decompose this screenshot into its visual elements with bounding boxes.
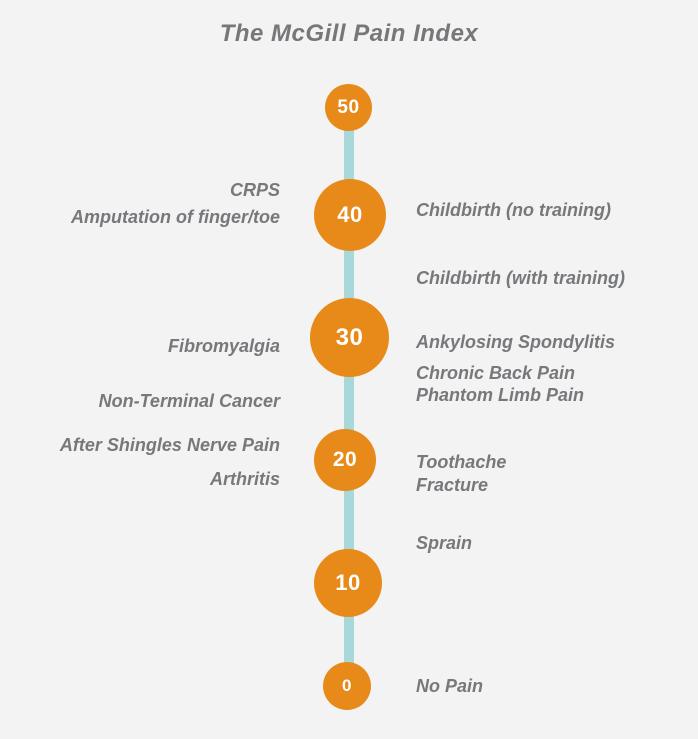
condition-label-crps: CRPS <box>229 180 280 200</box>
condition-label-chronic-back-pain: Chronic Back Pain <box>416 363 576 383</box>
condition-label-phantom-limb-pain: Phantom Limb Pain <box>416 385 585 405</box>
condition-label-childbirth-with-training: Childbirth (with training) <box>416 268 625 288</box>
scale-marker-30: 30 <box>310 298 389 377</box>
scale-marker-value: 20 <box>332 448 358 471</box>
condition-label-childbirth-no-training: Childbirth (no training) <box>416 200 611 220</box>
scale-marker-50: 50 <box>325 84 372 131</box>
condition-label-toothache: Toothache <box>416 452 507 472</box>
condition-label-shingles-nerve-pain: After Shingles Nerve Pain <box>59 435 280 455</box>
scale-marker-0: 0 <box>323 662 371 710</box>
condition-label-non-terminal-cancer: Non-Terminal Cancer <box>98 391 280 411</box>
scale-marker-value: 10 <box>335 570 361 595</box>
condition-label-ankylosing-spondylitis: Ankylosing Spondylitis <box>416 332 616 352</box>
scale-marker-value: 50 <box>337 96 360 118</box>
condition-label-sprain: Sprain <box>416 533 473 553</box>
condition-label-fracture: Fracture <box>416 475 489 495</box>
scale-marker-20: 20 <box>314 429 376 491</box>
condition-label-fibromyalgia: Fibromyalgia <box>167 336 280 356</box>
page-title: The McGill Pain Index <box>219 20 479 47</box>
scale-marker-value: 0 <box>342 676 352 695</box>
scale-marker-value: 30 <box>335 323 364 351</box>
scale-marker-40: 40 <box>314 179 386 251</box>
scale-line <box>344 107 354 687</box>
condition-label-arthritis: Arthritis <box>209 469 280 489</box>
scale-marker-10: 10 <box>314 549 382 617</box>
condition-label-no-pain: No Pain <box>416 676 484 696</box>
scale-marker-value: 40 <box>337 202 363 227</box>
condition-label-amputation: Amputation of finger/toe <box>71 207 280 227</box>
